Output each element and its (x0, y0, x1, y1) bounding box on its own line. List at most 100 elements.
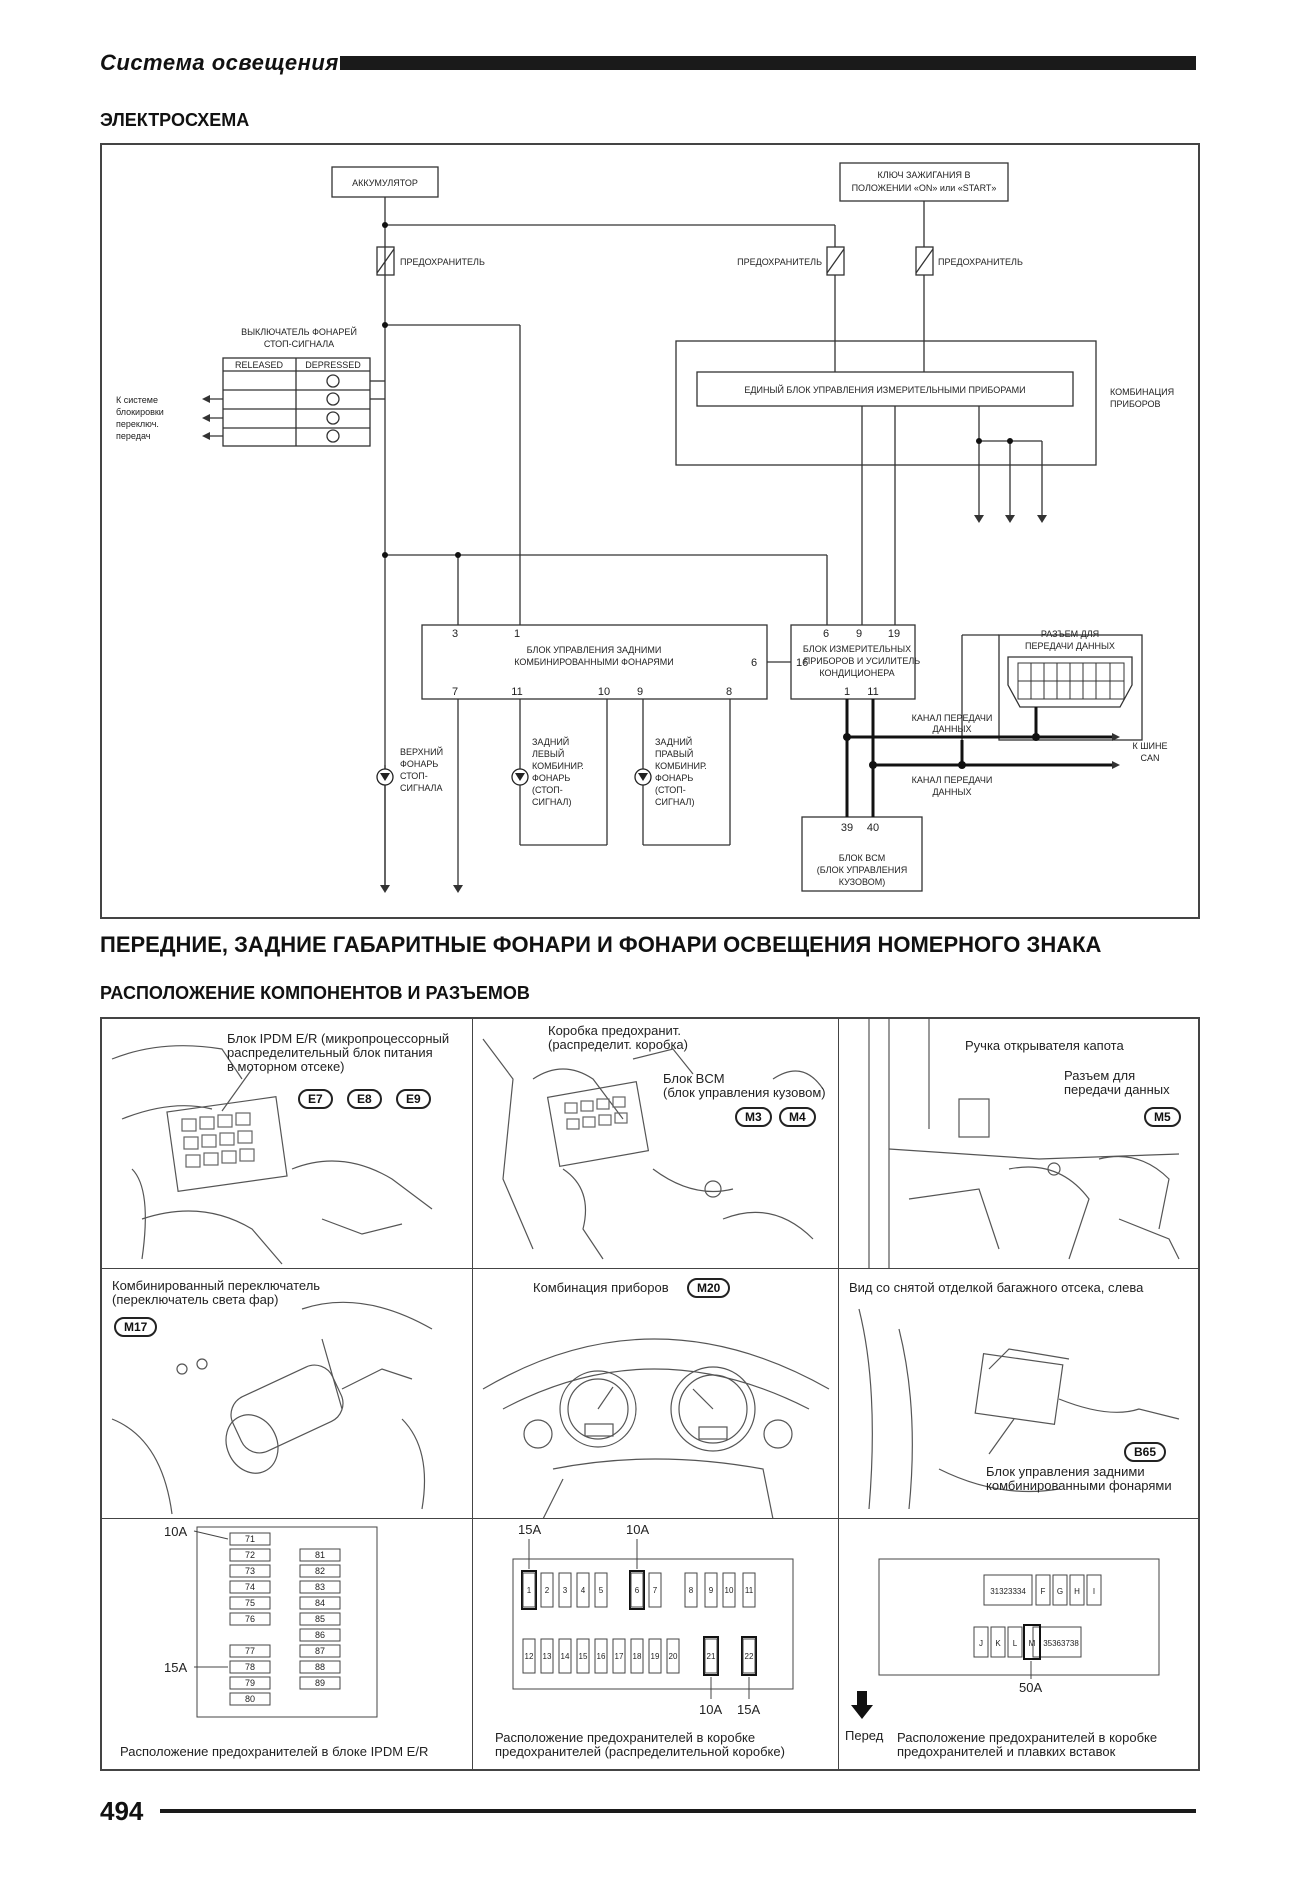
hood-label-1: Ручка открывателя капота (965, 1038, 1124, 1053)
pin-b40: 40 (867, 822, 879, 834)
badge-e7: E7 (298, 1089, 333, 1109)
flb-g: G (1057, 1587, 1063, 1596)
flb-i: I (1093, 1587, 1095, 1596)
pin-m6: 6 (823, 628, 829, 640)
ignition-label-1: КЛЮЧ ЗАЖИГАНИЯ В (878, 170, 971, 180)
battery-label: АККУМУЛЯТОР (352, 178, 418, 188)
right-lamp-label-3: КОМБИНИР. (655, 761, 707, 771)
meas-label-2: ПРИБОРОВ И УСИЛИТЕЛЬ (804, 656, 920, 666)
fuse2-caption-2: предохранителей (распределительной короб… (495, 1744, 785, 1759)
fuse-72: 72 (245, 1550, 255, 1560)
dlc-label-1: РАЗЪЕМ ДЛЯ (1041, 629, 1099, 639)
fb-7: 7 (653, 1586, 658, 1595)
pin-m1: 1 (844, 686, 850, 698)
fb-5: 5 (599, 1586, 604, 1595)
fuse-label-3: ПРЕДОХРАНИТЕЛЬ (938, 257, 1023, 267)
fb-20: 20 (669, 1652, 678, 1661)
badge-m3: M3 (735, 1107, 772, 1127)
combination-switch-illustration (111, 1301, 433, 1515)
fuse-85: 85 (315, 1614, 325, 1624)
released-label: RELEASED (235, 360, 284, 370)
lock-label-2: блокировки (116, 407, 164, 417)
flb-j: J (979, 1639, 983, 1648)
header-rule (340, 56, 1196, 70)
right-lamp-label-2: ПРАВЫЙ (655, 748, 693, 759)
lock-label-1: К системе (116, 395, 158, 405)
meas-label-3: КОНДИЦИОНЕРА (819, 668, 894, 678)
ignition-label-2: ПОЛОЖЕНИИ «ON» или «START» (852, 183, 997, 193)
hood-label-2: Разъем для (1064, 1068, 1136, 1083)
fuse-80: 80 (245, 1694, 255, 1704)
fuse-label-1: ПРЕДОХРАНИТЕЛЬ (400, 257, 485, 267)
flb-h: H (1074, 1587, 1080, 1596)
left-lamp-label-4: ФОНАРЬ (532, 773, 570, 783)
fusible-link-box-diagram: 31323334 F G H I J K L M 35363738 (851, 1558, 1160, 1719)
fuse-76: 76 (245, 1614, 255, 1624)
ipdm-illustration (111, 1045, 433, 1265)
fb-14: 14 (561, 1652, 570, 1661)
badge-e9: E9 (396, 1089, 431, 1109)
fb-2: 2 (545, 1586, 550, 1595)
fuse-78: 78 (245, 1662, 255, 1672)
fb-16: 16 (597, 1652, 606, 1661)
fuse1-15a-label: 15A (164, 1660, 188, 1675)
upper-lamp-label-2: ФОНАРЬ (400, 759, 438, 769)
meter-illustration (482, 1338, 830, 1518)
fuse-right-column (299, 1548, 341, 1690)
flb-35-38: 35363738 (1043, 1639, 1079, 1648)
cell-ipdm-fuses: 71 72 73 74 75 76 77 78 79 80 81 82 83 8… (102, 1519, 473, 1769)
fuse-87: 87 (315, 1646, 325, 1656)
left-lamp-label-5: (СТОП- (532, 785, 563, 795)
badge-m17: M17 (114, 1317, 158, 1337)
pin-m11: 11 (867, 686, 878, 698)
fb-21: 21 (707, 1652, 716, 1661)
can-bus-label-1: К ШИНЕ (1133, 741, 1168, 751)
fb-19: 19 (651, 1652, 660, 1661)
pin-m19: 19 (888, 628, 900, 640)
can-label-1a: КАНАЛ ПЕРЕДАЧИ (912, 713, 993, 723)
trunk-label-1: Вид со снятой отделкой багажного отсека,… (849, 1280, 1144, 1295)
combimeter-label-1: КОМБИНАЦИЯ (1110, 387, 1174, 397)
trunk-label-2: Блок управления задними (986, 1464, 1145, 1479)
trunk-label-3: комбинированными фонарями (986, 1478, 1172, 1493)
pin-3: 3 (452, 628, 458, 640)
can-label-1b: ДАННЫХ (932, 724, 971, 734)
cell-trunk: Вид со снятой отделкой багажного отсека,… (839, 1269, 1198, 1519)
ipdm-label-2: распределительный блок питания (227, 1045, 433, 1060)
component-location-grid: Блок IPDM E/R (микропроцессорный распред… (100, 1017, 1200, 1771)
fb-9: 9 (709, 1586, 714, 1595)
left-lamp-label-6: СИГНАЛ) (532, 797, 571, 807)
rear-ctrl-label-2: КОМБИНИРОВАННЫМИ ФОНАРЯМИ (514, 657, 674, 667)
left-lamp-label-3: КОМБИНИР. (532, 761, 584, 771)
fuse3-caption-2: предохранителей и плавких вставок (897, 1744, 1116, 1759)
fb-15: 15 (579, 1652, 588, 1661)
flb-m: M (1029, 1639, 1036, 1648)
bcm-label-3: Блок BCM (663, 1071, 725, 1086)
cell-fusible-link-box: 31323334 F G H I J K L M 35363738 50A Пе… (839, 1519, 1198, 1769)
fuse-79: 79 (245, 1678, 255, 1688)
fuse3-caption-1: Расположение предохранителей в коробке (897, 1730, 1158, 1745)
pin-m9: 9 (856, 628, 862, 640)
ipdm-fuse-box: 71 72 73 74 75 76 77 78 79 80 81 82 83 8… (193, 1526, 378, 1718)
fuse2-10a-top: 10A (626, 1522, 650, 1537)
fuse-82: 82 (315, 1566, 325, 1576)
hood-label-3: передачи данных (1064, 1082, 1170, 1097)
bcm-label-2: (распределит. коробка) (548, 1037, 688, 1052)
page-number: 494 (100, 1796, 144, 1826)
front-arrow-icon (851, 1691, 873, 1719)
bcm-label-4: (блок управления кузовом) (663, 1085, 826, 1100)
pin-8: 8 (726, 686, 732, 698)
ipdm-label-3: в моторном отсеке) (227, 1059, 345, 1074)
upper-lamp-label-4: СИГНАЛА (400, 783, 442, 793)
combsw-label-1: Комбинированный переключатель (112, 1278, 321, 1293)
fb-12: 12 (525, 1652, 534, 1661)
stop-switch-label-2: СТОП-СИГНАЛА (264, 339, 334, 349)
fuse-86: 86 (315, 1630, 325, 1640)
fuse-label-2: ПРЕДОХРАНИТЕЛЬ (737, 257, 822, 267)
fuse-71: 71 (245, 1534, 255, 1544)
pin-m16: 16 (796, 657, 808, 669)
fb-17: 17 (615, 1652, 624, 1661)
fb-1: 1 (527, 1586, 532, 1595)
fuse2-15a-top: 15A (518, 1522, 542, 1537)
cell-fuse-block: 1 2 3 4 5 6 7 8 9 10 11 12 13 14 15 16 1… (473, 1519, 839, 1769)
